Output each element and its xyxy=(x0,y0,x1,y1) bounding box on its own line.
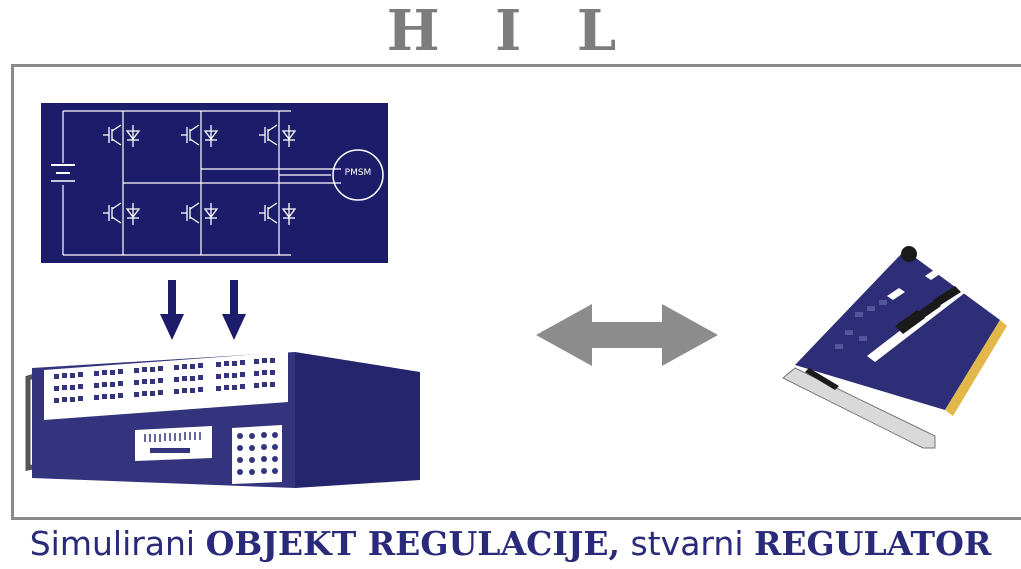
motor-label: PMSM xyxy=(344,168,372,178)
motor-symbol xyxy=(332,149,384,201)
diagram-frame xyxy=(11,64,1021,520)
controller-card xyxy=(782,246,1007,449)
caption-regulator-label: REGULATOR xyxy=(753,524,992,563)
hil-simulator-rack xyxy=(25,352,420,488)
caption-part-1: Simulirani xyxy=(29,524,206,563)
circuit-schematic xyxy=(51,110,384,256)
down-arrows xyxy=(160,280,246,340)
caption-object-label: OBJEKT REGULACIJE, xyxy=(205,524,621,563)
diagram-caption: Simulirani OBJEKT REGULACIJE, stvarni RE… xyxy=(0,524,1021,563)
bidirectional-arrow xyxy=(536,304,718,366)
caption-part-3: stvarni xyxy=(620,524,754,563)
diagram-title: H I L xyxy=(386,0,635,64)
inverter-circuit-diagram xyxy=(41,103,388,263)
